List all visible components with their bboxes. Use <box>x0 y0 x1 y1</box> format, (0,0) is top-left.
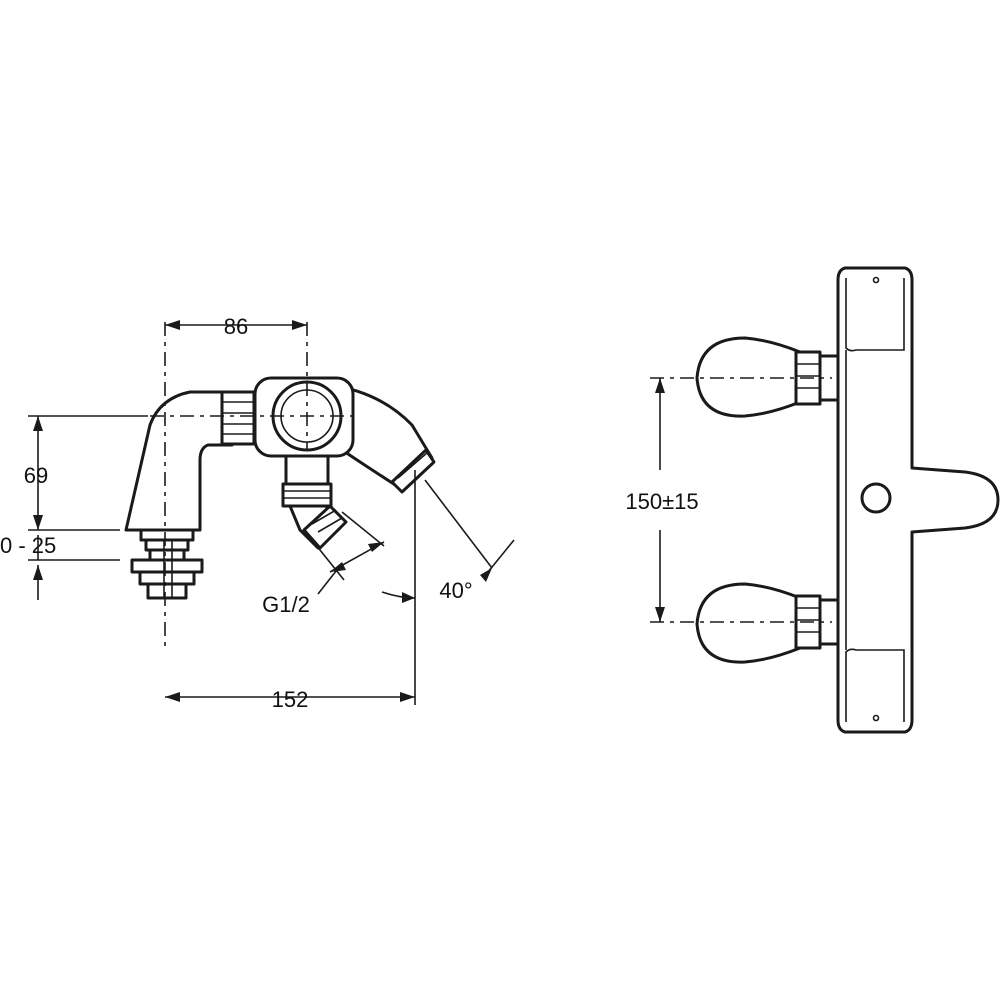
dim-centres <box>655 378 665 622</box>
spout-tip <box>390 448 436 494</box>
dim-86 <box>165 320 307 330</box>
bottom-screw <box>872 714 880 722</box>
body-edge-bottom <box>845 648 905 722</box>
upper-handle <box>695 336 802 418</box>
pillar-nut <box>220 390 256 446</box>
dim-deck <box>28 535 120 600</box>
mixer-body <box>836 266 1000 734</box>
dim-label-152: 152 <box>272 687 309 712</box>
deck-mount <box>130 528 204 600</box>
side-view: 86 69 0 - 25 G1/2 <box>0 314 515 712</box>
tap-pillar <box>124 390 234 532</box>
lower-connector <box>281 454 333 508</box>
lower-handle <box>695 582 802 664</box>
dim-label-angle: 40° <box>439 578 472 603</box>
dim-label-deck: 0 - 25 <box>0 533 56 558</box>
top-screw <box>872 276 880 284</box>
dim-angle <box>381 470 515 705</box>
dim-label-69: 69 <box>24 463 48 488</box>
dim-label-thread: G1/2 <box>262 592 310 617</box>
dim-label-86: 86 <box>224 314 248 339</box>
dim-thread <box>311 511 385 595</box>
body-edge-top <box>845 278 905 352</box>
dim-label-centres: 150±15 <box>625 489 698 514</box>
dim-152 <box>165 692 415 702</box>
lower-connector-front <box>794 594 840 650</box>
dim-69 <box>28 415 148 531</box>
centre-boss <box>860 482 892 514</box>
front-view: 150±15 <box>625 266 1000 734</box>
